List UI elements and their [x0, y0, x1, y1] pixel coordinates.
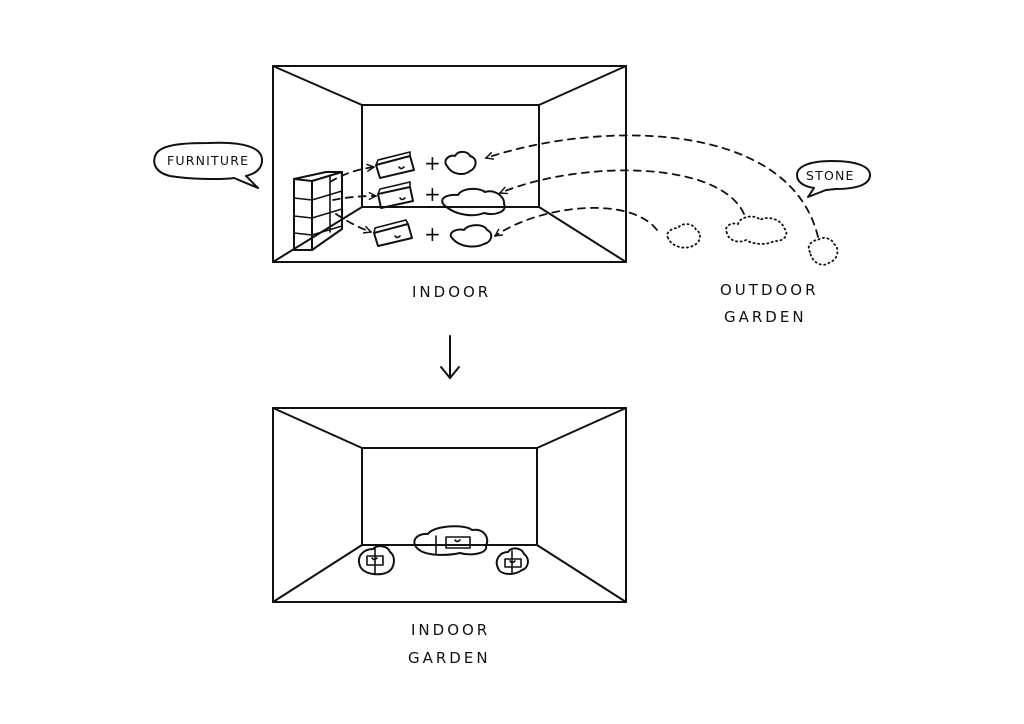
indoor-room — [272, 65, 627, 263]
stone-icon — [449, 224, 493, 248]
drawer-icon — [377, 181, 414, 209]
furniture-callout: FURNITURE — [153, 141, 263, 189]
plus-sign: + — [424, 151, 441, 175]
outdoor-label: OUTDOOR — [720, 281, 819, 299]
stone-callout: STONE — [796, 160, 871, 198]
indoor-garden-label-line1: INDOOR — [411, 621, 490, 639]
furniture-label: FURNITURE — [167, 153, 249, 168]
plus-sign: + — [424, 222, 441, 246]
plus-sign: + — [424, 182, 441, 206]
stone-with-drawer-icon — [413, 525, 489, 556]
bookshelf-icon — [293, 171, 343, 251]
stone-with-drawer-icon — [358, 545, 395, 576]
garden-label: GARDEN — [724, 308, 807, 326]
down-arrow-icon — [440, 335, 460, 379]
drawer-icon — [373, 219, 413, 247]
indoor-label: INDOOR — [412, 283, 491, 301]
stone-with-drawer-icon — [495, 547, 529, 575]
outdoor-stone-icon — [807, 237, 839, 266]
indoor-garden-room — [272, 407, 627, 603]
stone-label: STONE — [806, 168, 855, 183]
drawer-icon — [375, 151, 415, 179]
outdoor-stone-icon — [725, 215, 788, 245]
indoor-garden-label-line2: GARDEN — [408, 649, 491, 667]
stone-icon — [444, 150, 477, 175]
outdoor-stone-icon — [666, 223, 701, 249]
stone-icon — [441, 187, 506, 217]
